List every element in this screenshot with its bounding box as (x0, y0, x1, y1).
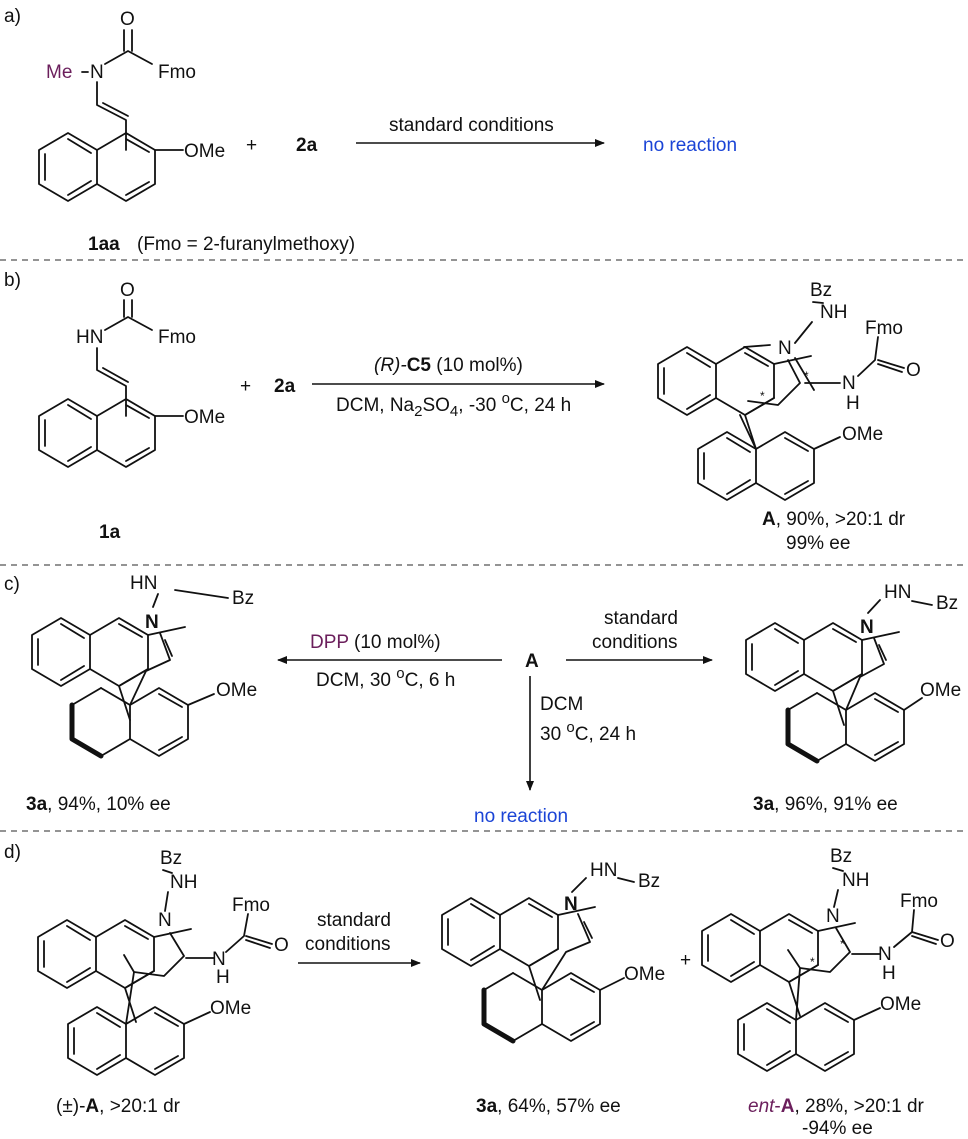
ent-a-ee: -94% ee (802, 1118, 873, 1139)
panel-d-label: d) (4, 842, 21, 863)
conditions-a: standard conditions (389, 115, 554, 136)
methoxy-label-d-mid: OMe (624, 964, 665, 985)
stereo-star-2b: * (760, 389, 765, 403)
nh-label-b: NH (820, 302, 847, 323)
hn-label-b: HN (76, 327, 103, 348)
bz-label-b: Bz (810, 280, 832, 301)
h-label-d-ent: H (882, 963, 896, 984)
fmo-label-d-ent: Fmo (900, 891, 938, 912)
right-3a-yield: 3a, 96%, 91% ee (753, 794, 898, 815)
start-racemate-label: (±)-A, >20:1 dr (56, 1096, 181, 1117)
conditions-c-left-line1: DPP (10 mol%) (310, 632, 441, 653)
panel-a: a) Me N O Fmo OMe + 2a standard conditio… (4, 6, 737, 255)
panel-c-label: c) (4, 574, 20, 595)
nitrogen-label: N (90, 62, 104, 83)
panel-a-label: a) (4, 6, 21, 27)
compound-1a-label: 1a (99, 522, 121, 543)
compound-1aa-label: 1aa (88, 234, 120, 255)
methyl-label: Me (46, 62, 72, 83)
bz-label-d-ent: Bz (830, 846, 852, 867)
oxygen-label-d-ent: O (940, 931, 955, 952)
h-label-d-start: H (216, 967, 230, 988)
n-label-d-start: N (158, 910, 172, 931)
plus-sign-d: + (680, 950, 691, 971)
n-label-c-left: N (145, 612, 159, 633)
stereo-star-1d: * (840, 937, 845, 951)
hn-label-c-left: HN (130, 573, 157, 594)
stereo-star-2d: * (810, 955, 815, 969)
no-reaction-c: no reaction (474, 806, 568, 827)
conditions-c-left-line2: DCM, 30 oC, 6 h (316, 665, 455, 691)
plus-sign-b: + (240, 376, 251, 397)
methoxy-label-d-ent: OMe (880, 994, 921, 1015)
no-reaction-a: no reaction (643, 135, 737, 156)
oxygen-label-d-start: O (274, 935, 289, 956)
nh-label-d-ent: NH (842, 870, 869, 891)
conditions-d-line2: conditions (305, 934, 391, 955)
h-label-b: H (846, 393, 860, 414)
methoxy-label-d-start: OMe (210, 998, 251, 1019)
conditions-d-line1: standard (317, 910, 391, 931)
carbonyl-oxygen-label-b: O (120, 280, 135, 301)
n-label-d-mid: N (564, 894, 578, 915)
bz-label-c-right: Bz (936, 593, 958, 614)
nh-label-d-start: NH (170, 872, 197, 893)
plus-sign-a: + (246, 135, 257, 156)
methoxy-label-b: OMe (184, 407, 225, 428)
fmo-footnote: (Fmo = 2-furanylmethoxy) (137, 234, 355, 255)
n-label-b: N (778, 338, 792, 359)
conditions-c-right-line2: conditions (592, 632, 678, 653)
reagent-2a-b: 2a (274, 376, 296, 397)
oxygen-label-b2: O (906, 360, 921, 381)
stereo-star-1b: * (804, 369, 809, 383)
conditions-c-down-line2: 30 oC, 24 h (540, 719, 636, 745)
hn-label-d-mid: HN (590, 860, 617, 881)
conditions-b-line1: (R)-C5 (10 mol%) (374, 355, 523, 376)
fmo-label: Fmo (158, 62, 196, 83)
carbonyl-oxygen-label: O (120, 9, 135, 30)
bz-label-d-mid: Bz (638, 871, 660, 892)
nh-label-d-ent-2: N (878, 944, 892, 965)
methoxy-label-c-left: OMe (216, 680, 257, 701)
product-a-ee: 99% ee (786, 533, 850, 554)
panel-b-label: b) (4, 270, 21, 291)
fmo-label-b2: Fmo (865, 318, 903, 339)
bz-label-c-left: Bz (232, 588, 254, 609)
left-3a-yield: 3a, 94%, 10% ee (26, 794, 171, 815)
methoxy-label: OMe (184, 141, 225, 162)
center-compound-a: A (525, 651, 539, 672)
nh-label-b2: N (842, 373, 856, 394)
conditions-b-line2: DCM, Na2SO4, -30 oC, 24 h (336, 390, 571, 420)
mid-3a-yield: 3a, 64%, 57% ee (476, 1096, 621, 1117)
n-label-c-right: N (860, 617, 874, 638)
methoxy-label-c-right: OMe (920, 680, 961, 701)
ent-a-yield: ent-A, 28%, >20:1 dr (748, 1096, 925, 1117)
reagent-2a-a: 2a (296, 135, 318, 156)
conditions-c-right-line1: standard (604, 608, 678, 629)
product-a-yield: A, 90%, >20:1 dr (762, 509, 906, 530)
nh-label-d-start-2: N (212, 949, 226, 970)
hn-label-c-right: HN (884, 582, 911, 603)
panel-b: b) O HN Fmo OMe + 2a (R)-C5 (10 mol%) DC… (4, 270, 921, 554)
methoxy-label-b2: OMe (842, 424, 883, 445)
fmo-label-b: Fmo (158, 327, 196, 348)
n-label-d-ent: N (826, 906, 840, 927)
panel-c: c) HN Bz N OMe 3a, 94%, 10% ee DPP (10 m… (4, 573, 961, 827)
conditions-c-down-line1: DCM (540, 694, 583, 715)
panel-d: d) Bz NH N N H Fmo O OMe (±)-A, >20:1 dr… (4, 842, 955, 1139)
bz-label-d-start: Bz (160, 848, 182, 869)
fmo-label-d-start: Fmo (232, 895, 270, 916)
